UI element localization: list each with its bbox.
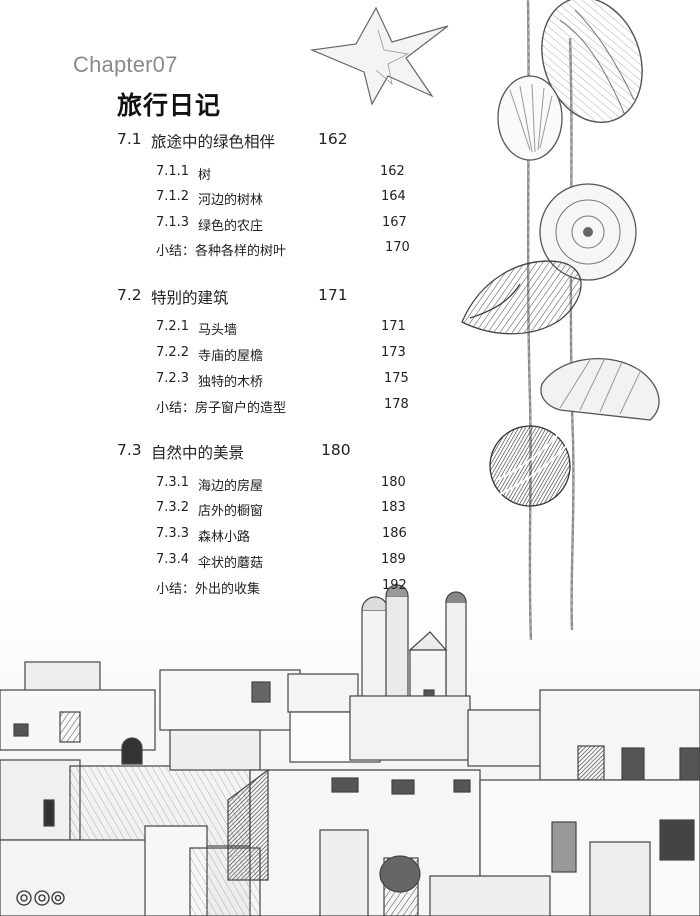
town-sketch [0,584,700,916]
subsection-page: 162 [380,164,405,179]
summary-title[interactable]: 小结：各种各样的树叶 [156,244,287,259]
subsection-number: 7.1.3 [156,215,190,230]
subsection-number: 7.1.1 [156,164,190,179]
subsection-title[interactable]: 海边的房屋 [198,479,264,494]
subsection-page: 183 [381,500,406,515]
subsection-page: 189 [381,552,406,567]
subsection-number: 7.3.4 [156,552,190,567]
subsection-page: 175 [384,371,409,386]
section-number: 7.3 [117,441,142,459]
subsection-page: 180 [381,475,406,490]
subsection-title[interactable]: 独特的木桥 [198,375,264,390]
subsection-page: 167 [382,215,407,230]
subsection-number: 7.3.1 [156,475,190,490]
section-title[interactable]: 特别的建筑 [151,289,229,307]
subsection-number: 7.2.3 [156,371,190,386]
subsection-title[interactable]: 森林小路 [198,530,251,545]
round-shell-icon [539,183,637,281]
scallop-shell-icon [497,75,563,161]
section-page: 162 [318,130,348,148]
subsection-page: 173 [381,345,406,360]
subsection-number: 7.3.3 [156,526,190,541]
summary-title[interactable]: 小结：外出的收集 [156,582,261,597]
spiral-ornament-icon [16,890,65,906]
subsection-title[interactable]: 河边的树林 [198,193,264,208]
summary-page: 170 [385,240,410,255]
subsection-title[interactable]: 马头墙 [198,323,238,338]
chapter-label: Chapter07 [73,52,178,77]
section-title[interactable]: 旅途中的绿色相伴 [151,133,276,151]
conch-shell-icon [461,260,582,335]
striped-shell-icon [489,425,571,507]
subsection-number: 7.2.2 [156,345,190,360]
fan-shell-icon [540,357,660,421]
starfish-icon [309,6,449,106]
summary-page: 192 [382,578,407,593]
subsection-number: 7.2.1 [156,319,190,334]
section-title[interactable]: 自然中的美景 [151,444,245,462]
summary-page: 178 [384,397,409,412]
subsection-number: 7.1.2 [156,189,190,204]
subsection-title[interactable]: 伞状的蘑菇 [198,556,264,571]
section-number: 7.2 [117,286,142,304]
subsection-title[interactable]: 树 [198,168,212,183]
clam-shell-icon [541,0,643,124]
subsection-title[interactable]: 店外的橱窗 [198,504,264,519]
section-page: 180 [321,441,351,459]
subsection-title[interactable]: 绿色的农庄 [198,219,264,234]
section-number: 7.1 [117,130,142,148]
chapter-title: 旅行日记 [117,91,222,120]
summary-title[interactable]: 小结：房子窗户的造型 [156,401,287,416]
section-page: 171 [318,286,348,304]
subsection-number: 7.3.2 [156,500,190,515]
subsection-page: 171 [381,319,406,334]
subsection-title[interactable]: 寺庙的屋檐 [198,349,264,364]
subsection-page: 186 [382,526,407,541]
subsection-page: 164 [381,189,406,204]
